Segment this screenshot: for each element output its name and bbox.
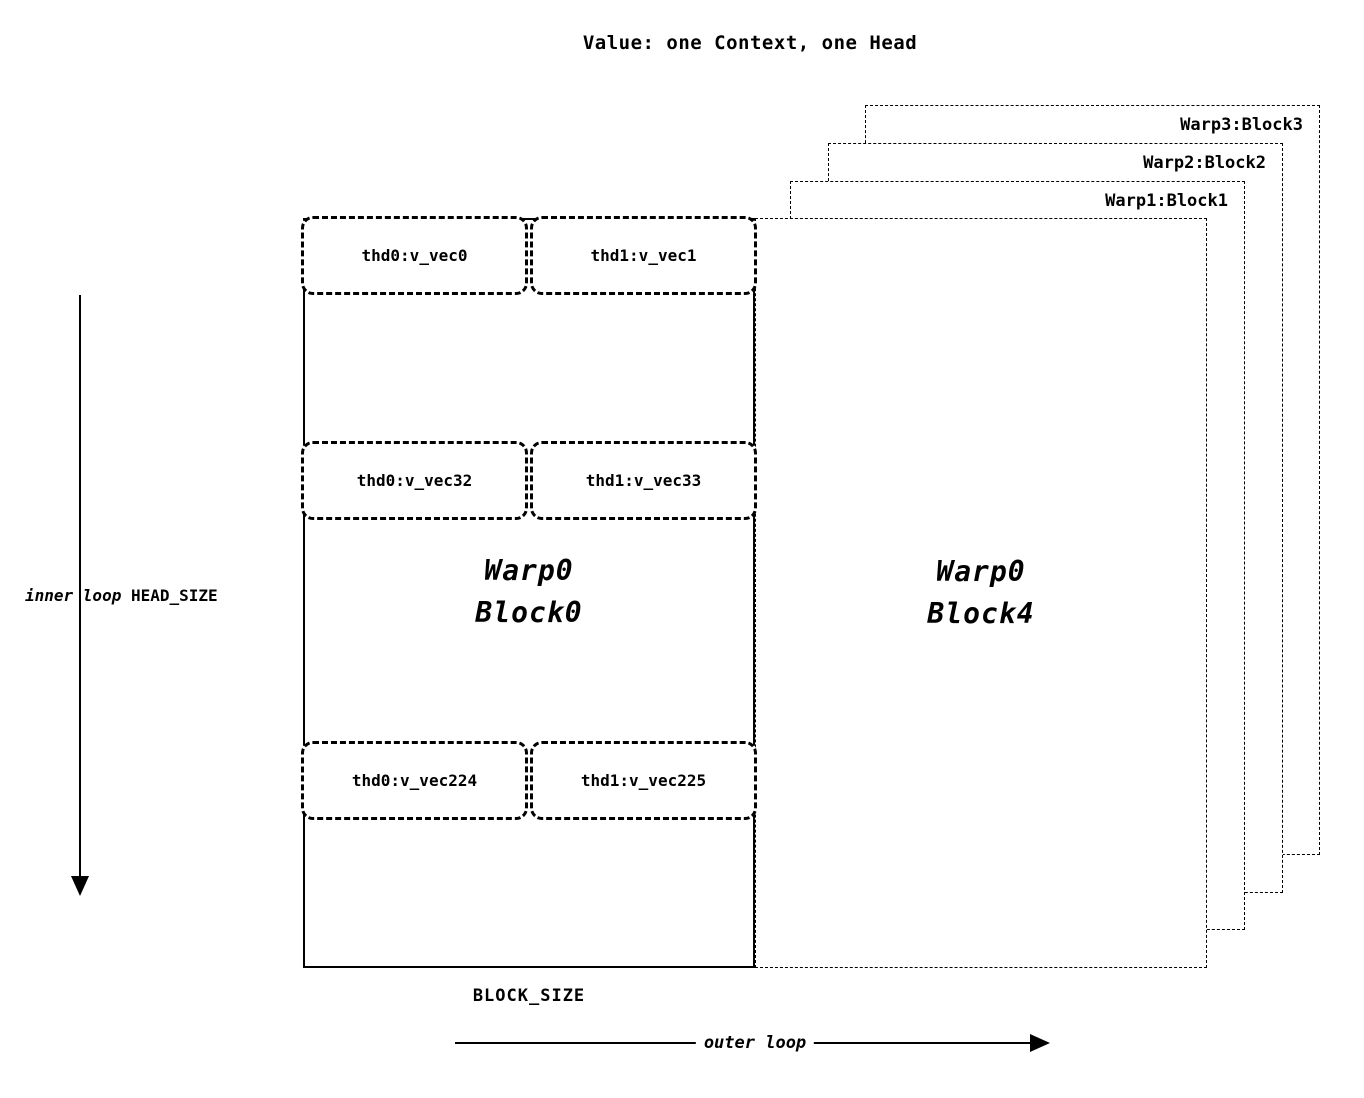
warp0-block4-rect: Warp0 Block4 bbox=[755, 218, 1207, 968]
warp3-block3-label: Warp3:Block3 bbox=[1180, 115, 1303, 135]
warp1-block1-label: Warp1:Block1 bbox=[1105, 191, 1228, 211]
vector-row-0: thd0:v_vec0 thd1:v_vec1 bbox=[301, 216, 757, 295]
outer-loop-arrow-head-icon bbox=[1030, 1034, 1050, 1052]
block-size-label: BLOCK_SIZE bbox=[472, 986, 586, 1006]
head-size-text: HEAD_SIZE bbox=[130, 586, 218, 605]
cell-thd0-v_vec0: thd0:v_vec0 bbox=[301, 216, 528, 295]
warp0-block0-label-line2: Block0 bbox=[475, 596, 583, 629]
inner-loop-arrow-head-icon bbox=[71, 876, 89, 896]
inner-loop-text: inner loop bbox=[25, 586, 122, 605]
warp0-block4-label: Warp0 Block4 bbox=[756, 551, 1206, 635]
warp0-block4-label-line2: Block4 bbox=[927, 597, 1035, 630]
inner-loop-head-size-label: inner loop HEAD_SIZE bbox=[25, 586, 218, 605]
cell-thd1-v_vec33: thd1:v_vec33 bbox=[530, 441, 757, 520]
vector-row-1: thd0:v_vec32 thd1:v_vec33 bbox=[301, 441, 757, 520]
label-space bbox=[121, 586, 131, 605]
warp0-block0-rect: Warp0 Block0 bbox=[303, 218, 755, 968]
warp0-block0-label: Warp0 Block0 bbox=[305, 550, 753, 634]
outer-loop-label: outer loop bbox=[695, 1033, 815, 1053]
warp0-block0-label-line1: Warp0 bbox=[484, 554, 574, 587]
vector-row-2: thd0:v_vec224 thd1:v_vec225 bbox=[301, 741, 757, 820]
cell-thd1-v_vec225: thd1:v_vec225 bbox=[530, 741, 757, 820]
cell-thd0-v_vec224: thd0:v_vec224 bbox=[301, 741, 528, 820]
inner-loop-arrow-line bbox=[79, 295, 81, 878]
diagram-title: Value: one Context, one Head bbox=[582, 32, 918, 54]
cell-thd0-v_vec32: thd0:v_vec32 bbox=[301, 441, 528, 520]
warp2-block2-label: Warp2:Block2 bbox=[1143, 153, 1266, 173]
cell-thd1-v_vec1: thd1:v_vec1 bbox=[530, 216, 757, 295]
warp0-block4-label-line1: Warp0 bbox=[936, 555, 1026, 588]
